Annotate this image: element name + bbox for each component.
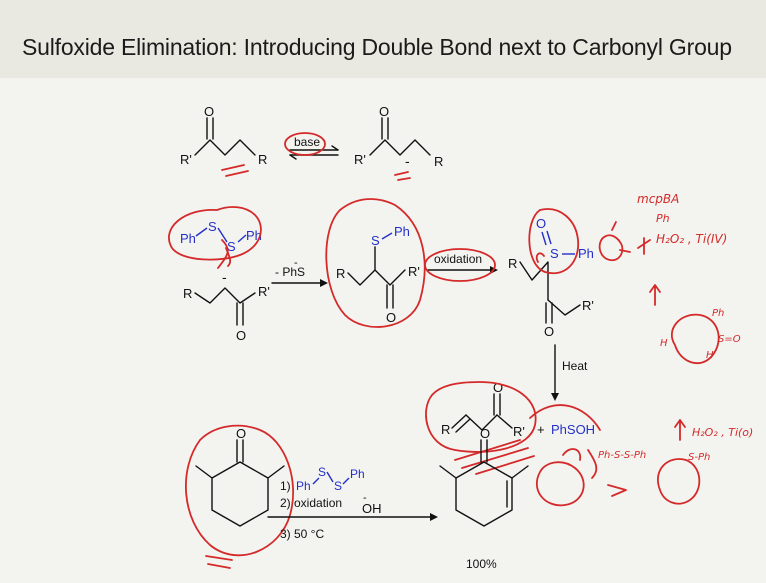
sulfoxide-o-label: O [536,216,546,231]
plus-sign: + [537,422,545,437]
row2-carbanion-charge: - [222,269,227,285]
ketone-starting-material: O R' R [180,104,267,167]
row2-r-label: R [183,286,192,301]
enolate-product: O R' R - [354,104,443,169]
carbonyl-oxygen-label: O [204,104,214,119]
note-h2o2-ti4: H₂O₂ , Ti(IV) [656,232,727,246]
slide-title: Sulfoxide Elimination: Introducing Doubl… [22,34,732,60]
note-h-right: H [706,350,714,361]
handwritten-sketch-bottom: Ph-S-S-Ph [535,448,646,507]
row2-oxygen-label: O [236,328,246,343]
sulfenyl-ph-label: Ph [394,224,410,239]
oxidation-label: oxidation [434,252,482,266]
sulfenyl-oxygen-label: O [386,310,396,325]
sulfoxide-intermediate: R S O Ph O R' [508,216,594,339]
r-prime-label: R' [180,152,192,167]
note-s-ph: S-Ph [688,452,710,463]
alpha-sulfenyl-ketone: R S Ph O R' [336,224,420,325]
phsoh-label: PhSOH [551,422,595,437]
step-1-prefix: 1) [280,479,291,493]
step-2-label: 2) oxidation [280,496,342,510]
enolate-r-label: R [434,154,443,169]
step-1-ph-right: Ph [350,467,365,481]
sulfoxide-ph-label: Ph [578,246,594,261]
sulfenyl-s-label: S [371,233,380,248]
arrow-heat: Heat [551,344,588,401]
sm-oxygen-label: O [236,426,246,441]
enone-oxygen-label: O [493,380,503,395]
note-s-o: S=O [718,334,741,345]
sulfoxide-s-label: S [550,246,559,261]
note-ph-ring: Ph [712,308,724,319]
note-mcpba: mcpBA [637,192,679,206]
ph-left-label: Ph [180,231,196,246]
dimethylcyclohexanone: O [195,426,285,527]
r-label: R [258,152,267,167]
yield-label: 100% [466,557,497,571]
step-1-ph-left: Ph [296,479,311,493]
sulfur-1-label: S [208,219,217,234]
hydroxide-label: OH [362,501,382,516]
enolate-oxygen-label: O [379,104,389,119]
sulfoxide-r-prime-label: R' [582,298,594,313]
diphenyl-disulfide: Ph S S Ph [180,219,262,254]
arrow-final [267,513,438,521]
minus-phs-label: - PhS [275,265,305,279]
enone-final-product: O 100% [439,426,529,571]
equilibrium-arrows: base [289,135,339,160]
enone-r-label: R [441,422,450,437]
enone-r-prime-label: R' [513,424,525,439]
step-1-s2: S [334,479,342,493]
sulfur-2-label: S [227,239,236,254]
carbanion-charge: - [405,153,410,169]
enolate-row2: R O R' - [183,269,270,343]
row2-r-prime-label: R' [258,284,270,299]
arrow-minus-phs: - PhS - [271,257,328,287]
enolate-r-prime-label: R' [354,152,366,167]
final-oxygen-label: O [480,426,490,441]
hydroxide-charge: - [363,492,367,504]
handwritten-notes: mcpBA Ph H₂O₂ , Ti(IV) Ph S=O H H H₂O₂ ,… [598,192,753,505]
sulfenyl-r-label: R [336,266,345,281]
title-bar: Sulfoxide Elimination: Introducing Doubl… [0,0,766,78]
enone-product: R O R' + PhSOH [441,380,595,439]
sulfoxide-oxygen-label: O [544,324,554,339]
note-ph: Ph [656,212,670,225]
step-3-label: 3) 50 °C [280,527,324,541]
note-h2o2-ti2: H₂O₂ , Ti(o) [692,426,753,439]
heat-label: Heat [562,359,588,373]
step-1-s1: S [318,465,326,479]
note-h-left: H [660,338,668,349]
sulfenyl-r-prime-label: R' [408,264,420,279]
reagent-steps: 1) Ph S S Ph 2) oxidation 3) 50 °C OH - [280,465,382,541]
phs-charge: - [294,257,298,269]
note-phs-sph: Ph-S-S-Ph [598,450,646,461]
sulfoxide-r-label: R [508,256,517,271]
base-label: base [294,135,320,149]
